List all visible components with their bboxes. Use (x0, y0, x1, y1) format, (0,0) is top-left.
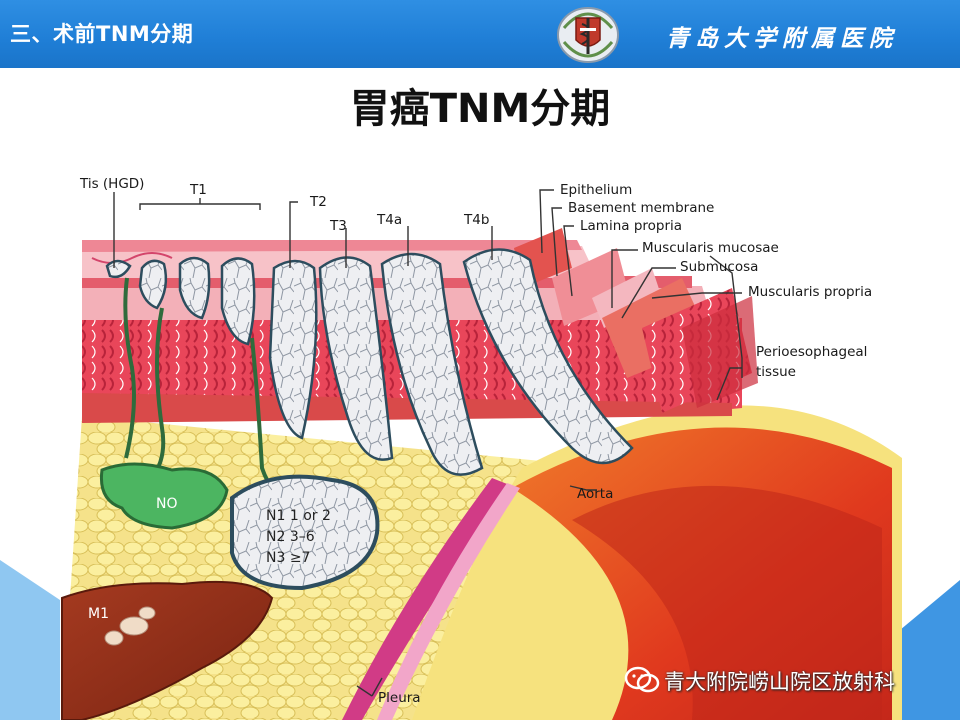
muscularis-mucosae-label: Muscularis mucosae (642, 240, 779, 256)
n1-label: N1 1 or 2 (266, 508, 331, 524)
slide-title: 胃癌TNM分期 (349, 86, 611, 132)
t2-label: T2 (309, 194, 327, 210)
epithelium-label: Epithelium (560, 182, 632, 198)
corner-decoration-right (900, 580, 960, 720)
t4a-label: T4a (376, 212, 402, 228)
watermark-text: 青大附院崂山院区放射科 (664, 670, 895, 694)
wechat-watermark: 青大附院崂山院区放射科 (618, 664, 948, 696)
periesophageal-tissue-label: tissue (756, 364, 796, 380)
muscularis-propria-label: Muscularis propria (748, 284, 872, 300)
tis-label: Tis (HGD) (79, 176, 144, 192)
t3-label: T3 (329, 218, 347, 234)
n2-label: N2 3–6 (266, 529, 315, 545)
aorta-label: Aorta (577, 486, 613, 502)
tnm-illustration: NO N1 1 or 2 N2 3–6 N3 ≥7 M1 Tis (HGD) T… (61, 176, 902, 720)
tumor-group (105, 248, 634, 476)
basement-membrane-label: Basement membrane (568, 200, 714, 216)
header-bar: 三、术前TNM分期 青岛大学附属医院 (0, 0, 960, 68)
lamina-propria-label: Lamina propria (580, 218, 682, 234)
submucosa-label: Submucosa (680, 259, 758, 275)
pleura-label: Pleura (378, 690, 421, 706)
t1-label: T1 (189, 182, 207, 198)
t4b-label: T4b (463, 212, 489, 228)
hospital-emblem-icon (557, 7, 619, 63)
corner-decoration-left (0, 560, 60, 720)
periesophageal-label: Perioesophageal (756, 344, 867, 360)
section-title: 三、术前TNM分期 (10, 22, 194, 46)
n3-label: N3 ≥7 (266, 550, 310, 566)
hospital-name: 青岛大学附属医院 (666, 25, 898, 52)
n0-label: NO (156, 496, 178, 512)
wechat-icon (624, 666, 660, 693)
m1-label: M1 (88, 606, 109, 622)
